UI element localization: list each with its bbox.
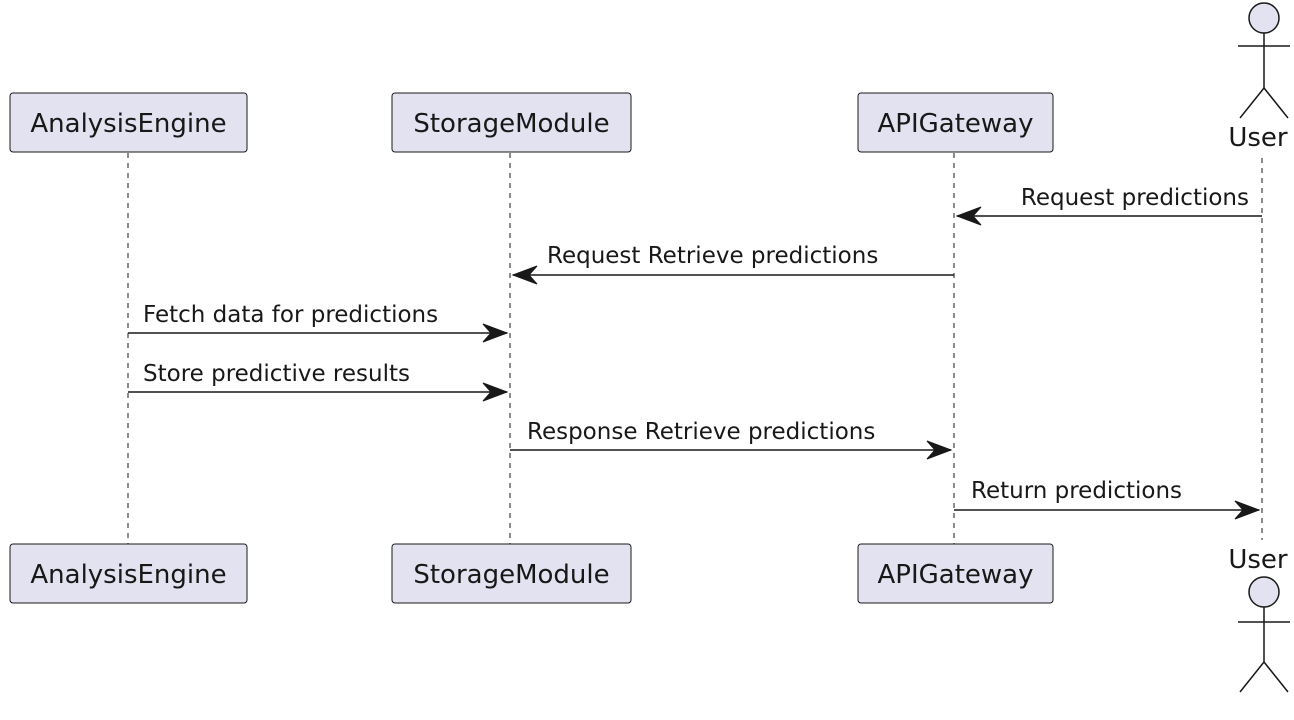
arrowhead-left-icon [511,265,538,285]
message-request-predictions: Request predictions [955,185,1262,226]
message-label: Fetch data for predictions [143,302,438,328]
message-label: Request Retrieve predictions [547,243,878,269]
message-response-retrieve-predictions: Response Retrieve predictions [510,419,953,460]
message-label: Return predictions [971,478,1182,504]
actor-head-icon [1248,576,1280,608]
message-request-retrieve-predictions: Request Retrieve predictions [511,243,954,285]
participant-label: APIGateway [878,109,1034,139]
actor-user-top: User [1228,2,1290,153]
participant-label: APIGateway [878,560,1034,590]
arrowhead-left-icon [955,206,982,226]
participant-storage-module-top: StorageModule [391,92,632,153]
actor-label: User [1228,545,1288,575]
actor-head-icon [1248,2,1280,34]
participant-label: AnalysisEngine [30,109,226,139]
participant-label: StorageModule [413,560,609,590]
actor-label: User [1228,123,1288,153]
participant-analysis-engine-bottom: AnalysisEngine [9,543,248,604]
message-label: Request predictions [1021,185,1249,211]
message-fetch-data-for-predictions: Fetch data for predictions [128,302,509,343]
arrowhead-right-icon [926,440,953,460]
message-return-predictions: Return predictions [954,478,1261,520]
message-label: Store predictive results [143,361,410,387]
participant-storage-module-bottom: StorageModule [391,543,632,604]
arrowhead-right-icon [1234,500,1261,520]
message-store-predictive-results: Store predictive results [128,361,509,402]
actor-user-bottom: User [1228,545,1290,693]
participant-analysis-engine-top: AnalysisEngine [9,92,248,153]
message-label: Response Retrieve predictions [527,419,875,445]
arrowhead-right-icon [482,382,509,402]
arrowhead-right-icon [482,323,509,343]
participant-api-gateway-top: APIGateway [857,92,1054,153]
participant-label: AnalysisEngine [30,560,226,590]
participant-label: StorageModule [413,109,609,139]
participant-api-gateway-bottom: APIGateway [857,543,1054,604]
